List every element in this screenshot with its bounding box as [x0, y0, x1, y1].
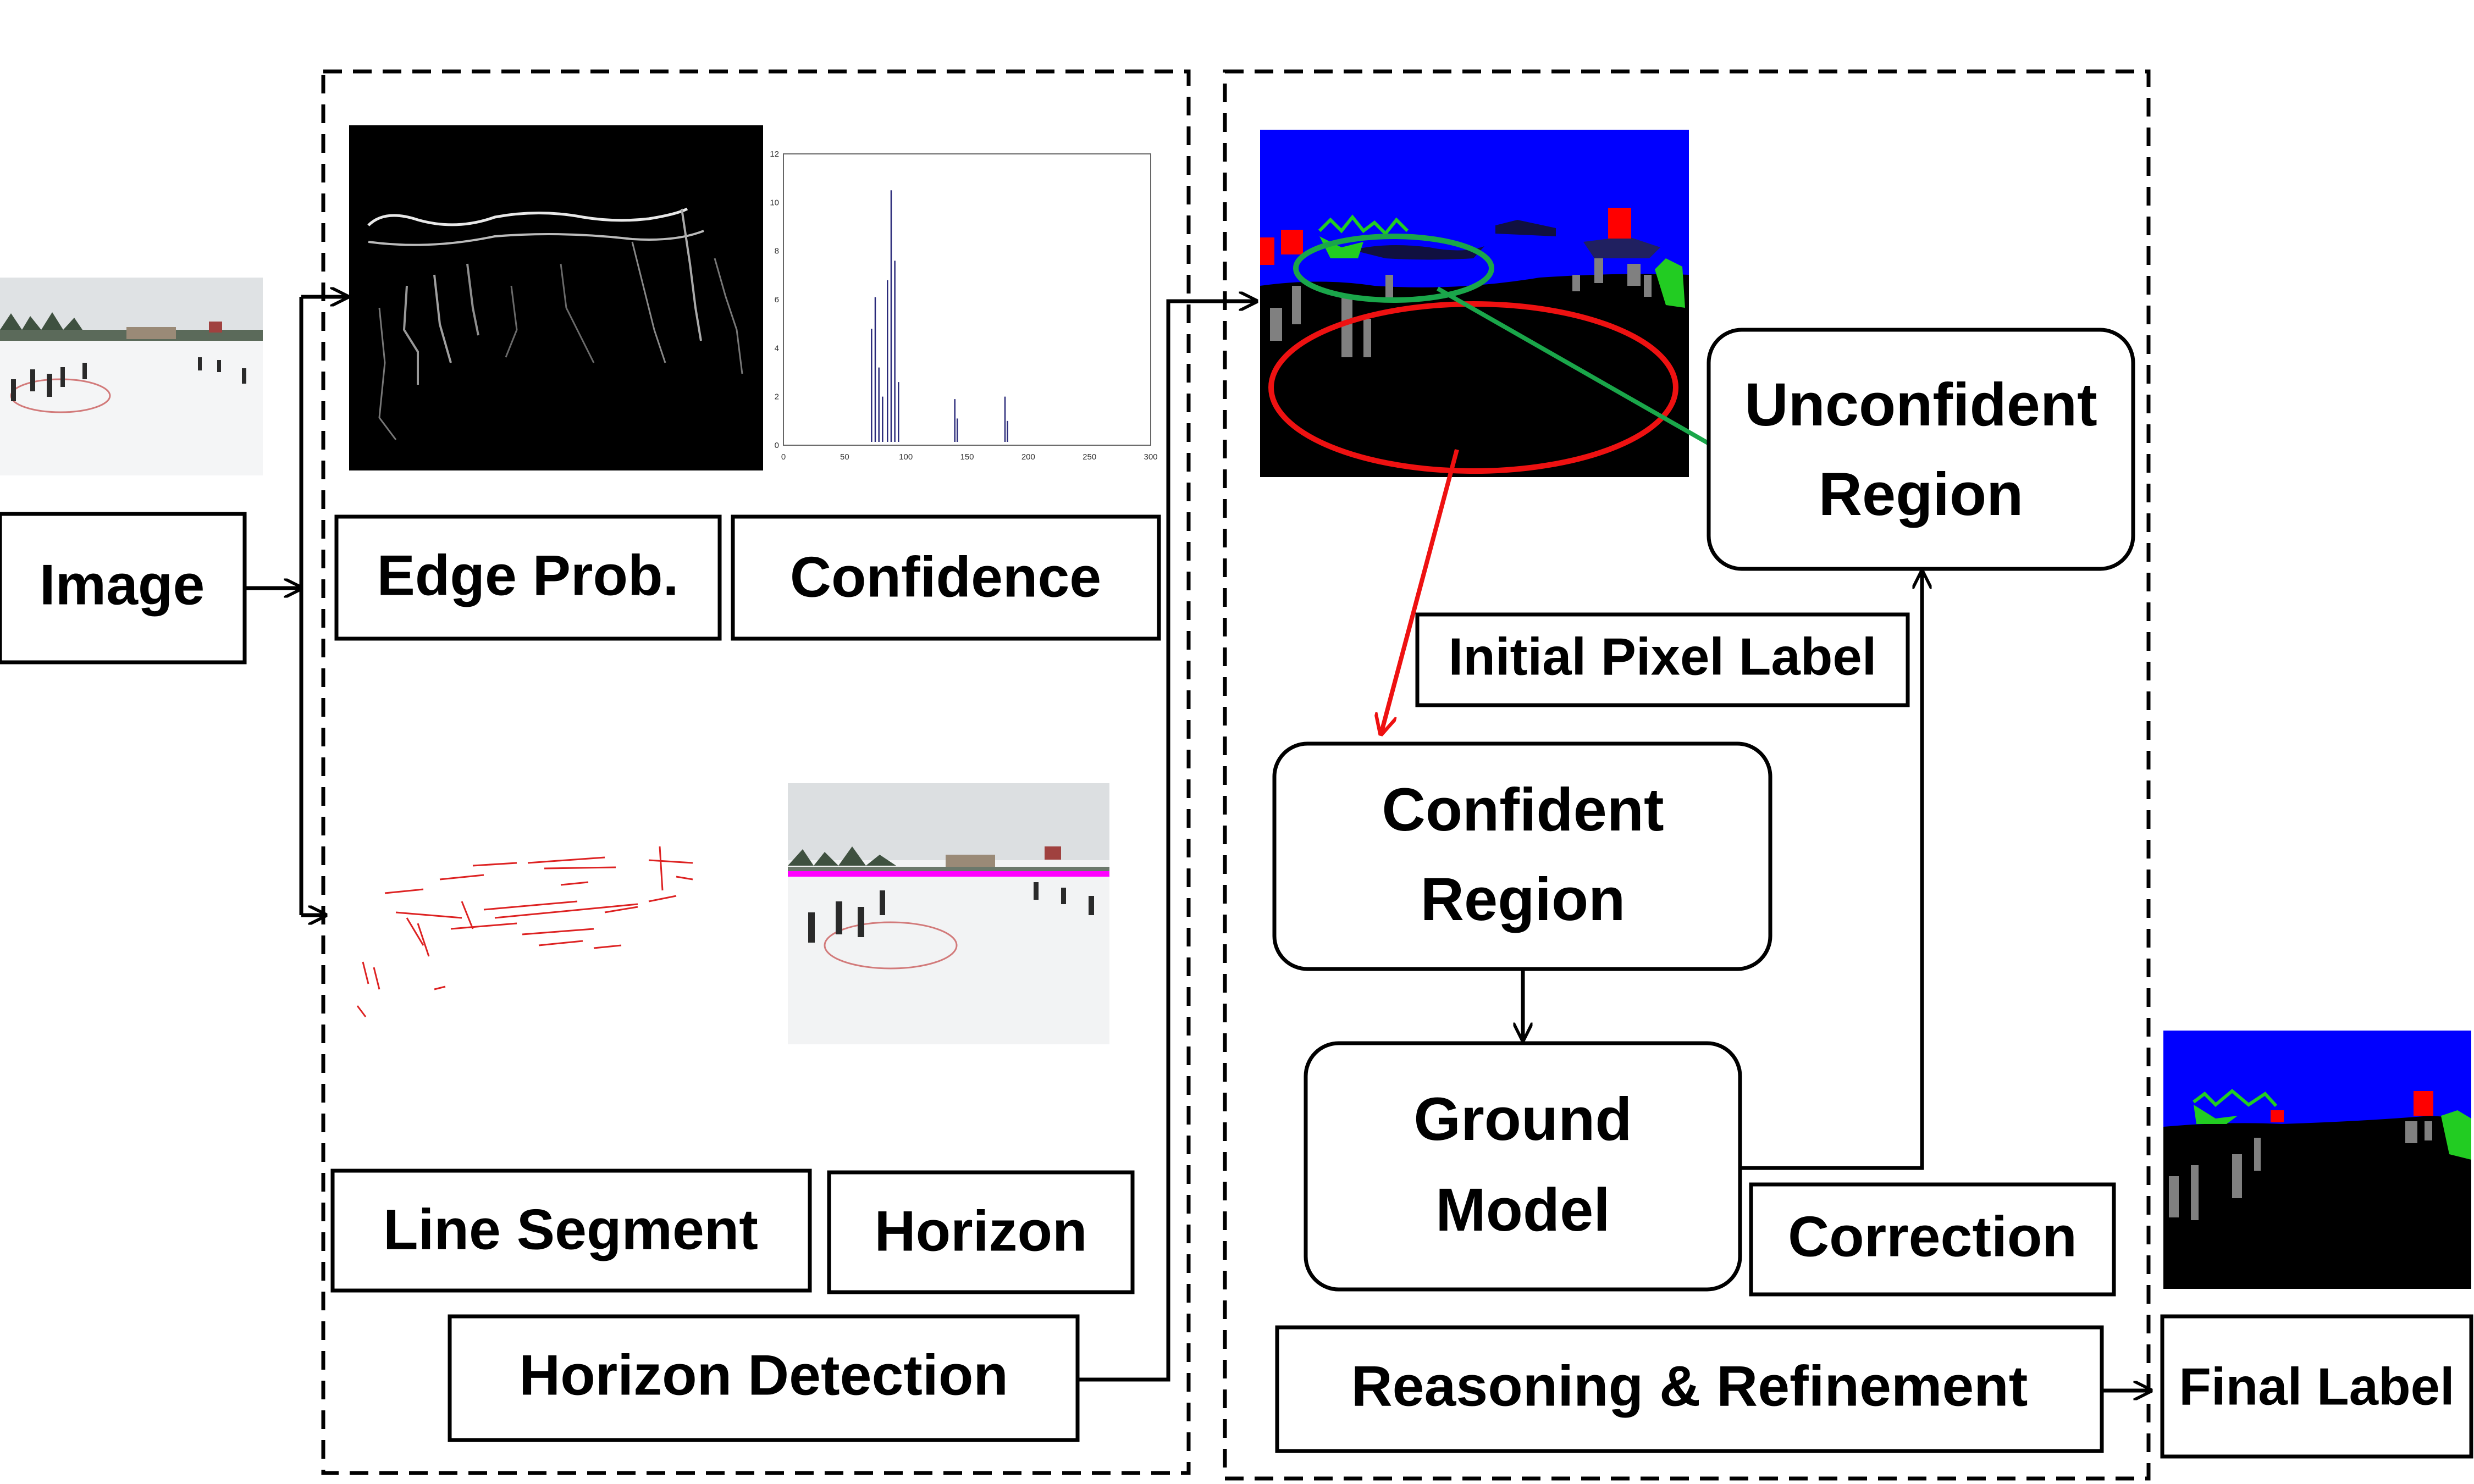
- horizon-detection-module: [321, 69, 1191, 1475]
- x-tick-label: 150: [960, 452, 974, 462]
- x-tick-label: 100: [899, 452, 913, 462]
- confident-arrow: [1381, 448, 1459, 734]
- y-tick-label: 0: [775, 441, 779, 450]
- confident-region-label-line1: Confident: [1382, 776, 1664, 844]
- correction-label: Correction: [1788, 1205, 2077, 1269]
- edge-prob-label: Edge Prob.: [377, 544, 679, 607]
- ground-to-unconfident-arrow: [1740, 572, 1922, 1170]
- y-tick-label: 6: [775, 295, 779, 304]
- unconfident-region-ellipse: [1293, 234, 1494, 303]
- initial-pixel-label: Initial Pixel Label: [1449, 627, 1877, 686]
- line-segment-map: [356, 846, 693, 1017]
- image-label: Image: [40, 553, 205, 617]
- final-label-map: [2163, 1031, 2471, 1289]
- image-label-box: [0, 512, 247, 665]
- x-tick-label: 300: [1144, 452, 1157, 462]
- ground-model-label-line2: Model: [1435, 1176, 1610, 1244]
- horizon-to-reasoning-arrow: [1078, 301, 1256, 1382]
- input-image-thumbnail: [0, 278, 263, 475]
- confident-region-ellipse: [1268, 301, 1678, 474]
- confident-region-label-line2: Region: [1421, 866, 1626, 933]
- unconfident-region-label-line2: Region: [1819, 461, 2024, 528]
- x-tick-label: 50: [840, 452, 849, 462]
- edge-prob-label-box: [334, 514, 722, 641]
- correction-label-box: [1749, 1182, 2116, 1297]
- horizon-label: Horizon: [874, 1199, 1087, 1263]
- ground-model-box: [1304, 1041, 1742, 1292]
- initial-pixel-label-box: [1415, 612, 1910, 707]
- initial-pixel-label-map: [1260, 130, 1689, 477]
- line-segment-label-box: [330, 1169, 812, 1293]
- confidence-y-ticks: 0 2 4 6 8 10 12: [770, 149, 779, 450]
- line-segment-label: Line Segment: [383, 1198, 758, 1261]
- final-label-box: [2160, 1314, 2473, 1459]
- horizon-label-box: [827, 1170, 1135, 1294]
- x-tick-label: 200: [1021, 452, 1035, 462]
- y-tick-label: 12: [770, 149, 779, 159]
- final-label: Final Label: [2179, 1357, 2454, 1416]
- horizon-detection-label: Horizon Detection: [519, 1343, 1008, 1407]
- y-tick-label: 10: [770, 198, 779, 207]
- confidence-bars: [871, 190, 1008, 442]
- reasoning-refinement-module: [1223, 69, 2151, 1481]
- reasoning-refinement-label: Reasoning & Refinement: [1351, 1354, 2028, 1418]
- confidence-label: Confidence: [790, 545, 1101, 609]
- confidence-label-box: [731, 514, 1161, 641]
- x-tick-label: 0: [781, 452, 786, 462]
- ground-model-label-line1: Ground: [1413, 1086, 1632, 1153]
- y-tick-label: 4: [775, 344, 779, 353]
- unconfident-region-box: [1707, 328, 2135, 571]
- confidence-plot: 0 50 100 150 200 250 300 0 2 4 6 8 10 12: [770, 149, 1157, 462]
- confidence-x-ticks: 0 50 100 150 200 250 300: [781, 452, 1158, 462]
- y-tick-label: 8: [775, 247, 779, 256]
- horizon-image: [788, 783, 1109, 1044]
- x-tick-label: 250: [1083, 452, 1096, 462]
- confidence-plot-frame: [783, 153, 1151, 446]
- edge-probability-map: [349, 125, 763, 470]
- unconfident-region-label-line1: Unconfident: [1744, 371, 2097, 439]
- reasoning-refinement-label-box: [1275, 1325, 2104, 1453]
- y-tick-label: 2: [775, 392, 779, 402]
